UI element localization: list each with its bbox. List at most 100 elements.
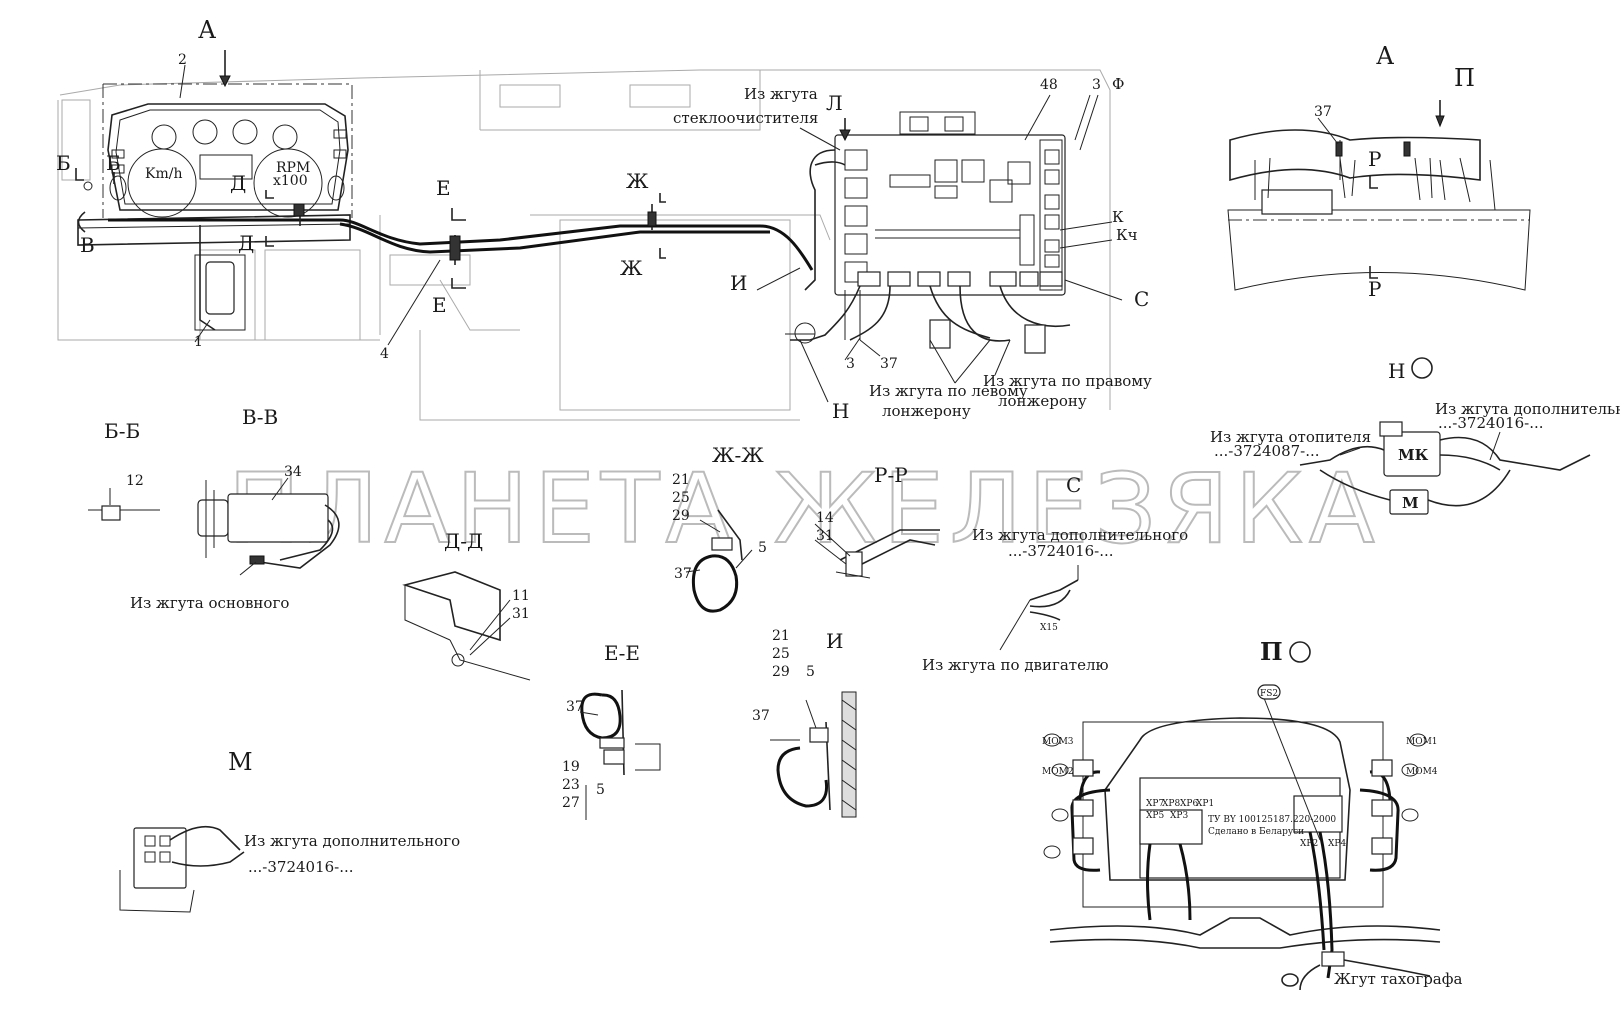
connector-xp7-label: XP7 (1146, 799, 1164, 809)
section-markers (75, 50, 851, 289)
note-from-engine: Из жгута по двигателю (922, 656, 1109, 674)
note-from-add-2: ...-3724016-... (1438, 414, 1544, 432)
section-bb-title: Б-Б (104, 419, 140, 443)
callout-19: 19 (562, 759, 580, 775)
section-d-marker: Д (230, 171, 246, 195)
callout-23: 23 (562, 777, 580, 793)
view-i-detail-title: И (826, 629, 843, 653)
connector-fs2-label: FS2 (1260, 689, 1278, 699)
view-a-label: А (198, 16, 216, 44)
callout-37-main: 37 (880, 356, 898, 372)
view-a-detail (1227, 100, 1531, 291)
section-zh-marker: Ж (626, 169, 649, 193)
section-b-marker-2: Б (106, 151, 121, 175)
speedometer (127, 148, 197, 218)
connector-xp6-label: XP6 (1180, 799, 1198, 809)
callout-5-ee: 5 (596, 782, 605, 798)
callout-21-i: 21 (772, 628, 790, 644)
view-kch-marker: Кч (1116, 226, 1138, 244)
section-e-marker-2: Е (432, 293, 447, 317)
note-from-add-s1: Из жгута дополнительного (972, 526, 1188, 544)
callout-25-i: 25 (772, 646, 790, 662)
callout-12: 12 (126, 473, 144, 489)
callout-11: 11 (512, 588, 530, 604)
connector-xp4-label: XP4 (1328, 839, 1346, 849)
note-from-add-1: Из жгута дополнительного (1435, 400, 1620, 418)
callout-1: 1 (194, 334, 203, 350)
cab-outline (57, 69, 1111, 421)
callout-37-ee: 37 (566, 699, 584, 715)
fuse-relay-block (785, 111, 1071, 354)
note-from-add-m1: Из жгута дополнительного (244, 832, 460, 850)
note-from-add-s2: ...-3724016-... (1008, 542, 1114, 560)
section-r-marker-2: Р (1368, 277, 1381, 301)
note-from-wiper-1: Из жгута (744, 85, 818, 103)
connector-x15-label: X15 (1040, 623, 1058, 633)
callout-14: 14 (816, 510, 834, 526)
dashboard-rail (77, 203, 814, 331)
section-rr-title: Р-Р (874, 463, 908, 487)
view-p-title: П (1260, 637, 1283, 666)
view-f-marker: Ф (1112, 75, 1124, 93)
view-p-marker: П (1454, 64, 1475, 92)
view-l-marker: Л (826, 91, 843, 115)
section-ee-title: Е-Е (604, 641, 640, 665)
section-zhzh-detail (685, 509, 753, 613)
watermark-text: ПЛАНЕТА ЖЕЛЕЗЯКА (228, 453, 1381, 565)
callout-5-i: 5 (806, 664, 815, 680)
tacho-plate-line-1: ТУ BY 100125187.220-2000 (1208, 815, 1336, 825)
section-r-marker: Р (1368, 147, 1381, 171)
section-e-marker: Е (436, 176, 451, 200)
connector-1 (205, 261, 235, 315)
connector-xp8-label: XP8 (1162, 799, 1180, 809)
view-i-marker: И (730, 271, 747, 295)
section-rr-detail (814, 523, 940, 579)
note-from-right-2: лонжерону (998, 392, 1087, 410)
connector-mom1-label: MOM1 (1406, 737, 1438, 747)
view-a-right-title: А (1376, 42, 1394, 70)
section-vv-detail (197, 477, 340, 576)
section-v-marker: В (80, 233, 95, 257)
callout-48: 48 (1040, 77, 1058, 93)
note-from-wiper-2: стеклоочистителя (673, 109, 818, 127)
note-from-add-m2: ...-3724016-... (248, 858, 354, 876)
callout-3-bottom: 3 (846, 356, 855, 372)
view-n-marker: Н (832, 399, 849, 423)
view-s-marker: С (1134, 287, 1149, 311)
section-dd-detail (402, 571, 531, 681)
view-s-detail (999, 565, 1079, 651)
connector-mom2-label: MOM2 (1042, 767, 1074, 777)
section-vv-title: В-В (242, 405, 278, 429)
rpm-mult-text: x100 (273, 173, 308, 189)
callout-37-view-a: 37 (1314, 104, 1332, 120)
section-b-marker: Б (56, 151, 71, 175)
callout-37-zh: 37 (674, 566, 692, 582)
connector-xp2-label: XP2 (1300, 839, 1318, 849)
callout-29-i: 29 (772, 664, 790, 680)
connector-mom4-label: MOM4 (1406, 767, 1438, 777)
section-dd-title: Д-Д (444, 529, 483, 553)
callout-29-zh: 29 (672, 508, 690, 524)
connector-mk-label: МК (1398, 446, 1429, 464)
note-from-heater-1: Из жгута отопителя (1210, 428, 1371, 446)
speed-unit-text: Km/h (145, 166, 182, 182)
callout-25-zh: 25 (672, 490, 690, 506)
connector-mom3-label: MOM3 (1042, 737, 1074, 747)
callout-37-i: 37 (752, 708, 770, 724)
section-bb-detail (88, 488, 160, 521)
connector-m-label: М (1402, 494, 1419, 512)
connector-xp5-label: XP5 (1146, 811, 1164, 821)
section-ee-detail (579, 689, 661, 820)
view-k-marker: К (1112, 208, 1124, 226)
note-from-right-1: Из жгута по правому (983, 372, 1152, 390)
rpm-unit-text: RPM (276, 160, 310, 176)
leader-lines (179, 64, 1123, 403)
note-from-heater-2: ...-3724087-... (1214, 442, 1320, 460)
callout-5-zh: 5 (758, 540, 767, 556)
instrument-cluster: Km/h RPM x100 (107, 103, 349, 218)
section-zhzh-title: Ж-Ж (712, 443, 764, 467)
note-from-main: Из жгута основного (130, 594, 289, 612)
callout-3-top: 3 (1092, 77, 1101, 93)
